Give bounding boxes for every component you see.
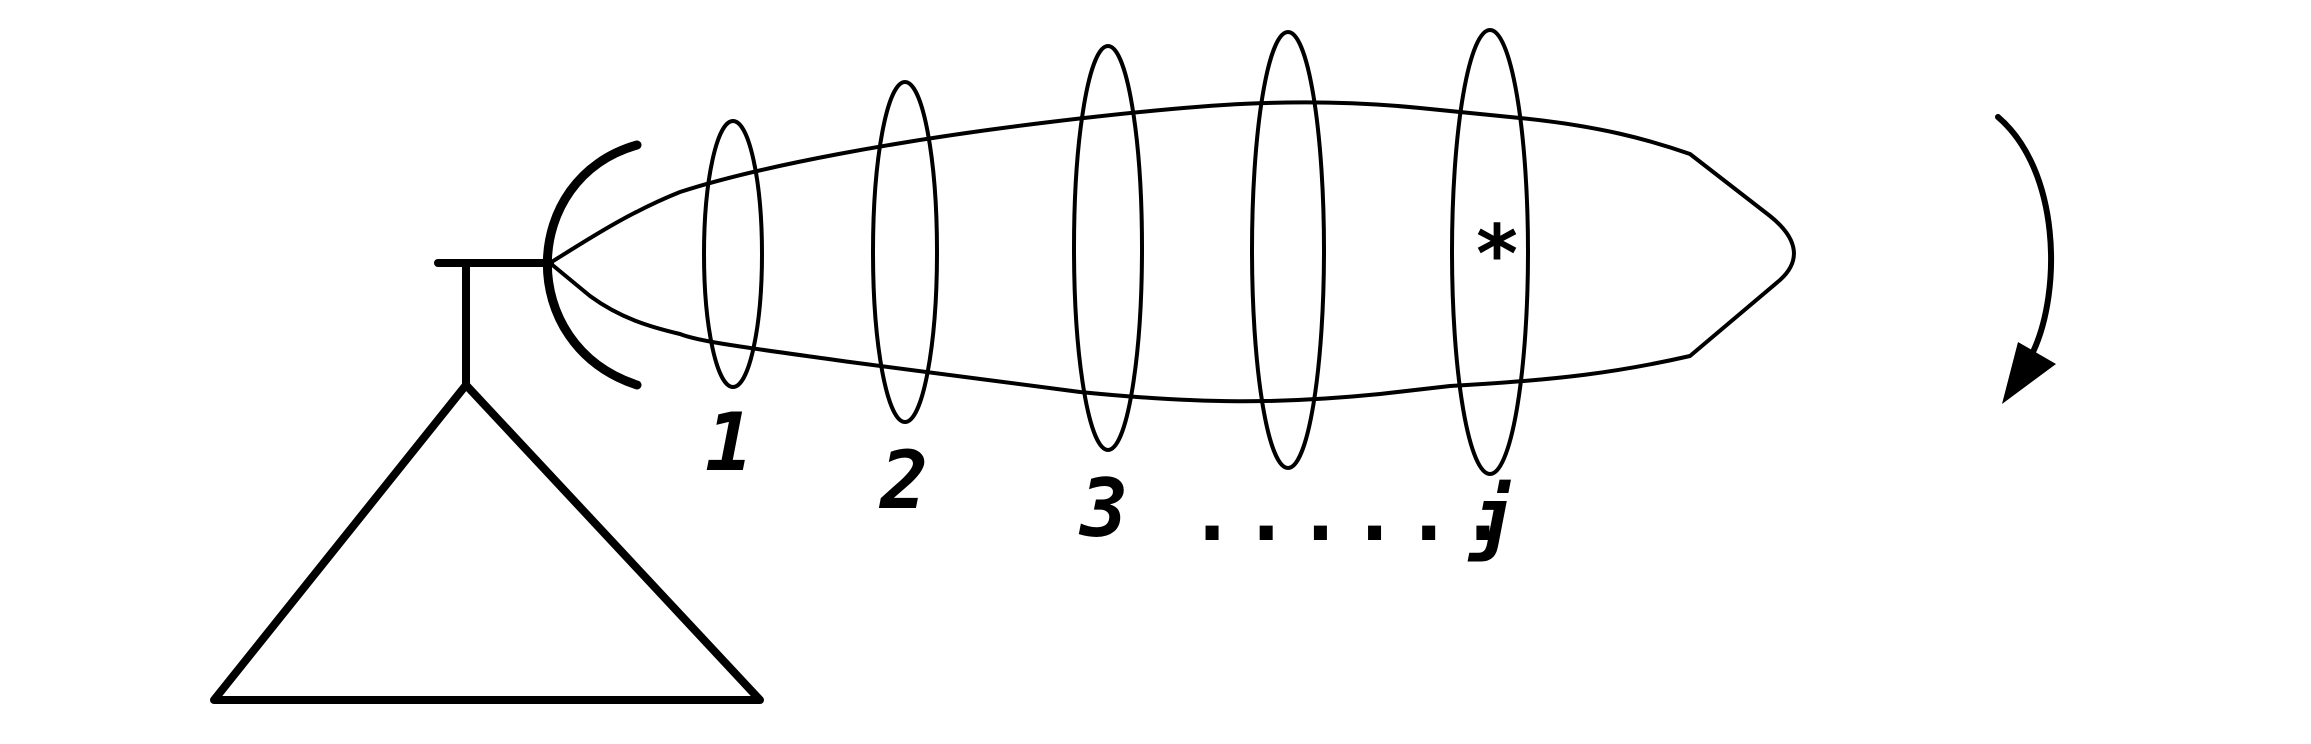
range-gate-1 bbox=[702, 119, 764, 389]
rotation-arrow-icon bbox=[1995, 114, 2056, 404]
tripod-base bbox=[210, 381, 764, 704]
target-marker: * bbox=[1473, 208, 1521, 301]
range-gate-label-j: j bbox=[1467, 471, 1518, 564]
radar-antenna-icon bbox=[210, 140, 764, 704]
range-gate-3 bbox=[1072, 44, 1144, 452]
rotation-arrow-head bbox=[2002, 342, 2056, 404]
range-gate-2 bbox=[871, 80, 939, 424]
range-gate-j bbox=[1450, 28, 1530, 476]
antenna-dish bbox=[542, 140, 642, 390]
range-gate-4 bbox=[1250, 30, 1326, 470]
range-gate-label-3: 3 bbox=[1078, 462, 1128, 555]
range-gates bbox=[702, 28, 1530, 476]
range-gate-label-1: 1 bbox=[705, 396, 753, 489]
range-gate-ellipsis: ...... bbox=[1188, 466, 1513, 559]
radar-beam bbox=[548, 100, 1796, 404]
range-gate-label-2: 2 bbox=[878, 434, 928, 527]
rotation-arrow-shaft bbox=[1995, 114, 2055, 355]
